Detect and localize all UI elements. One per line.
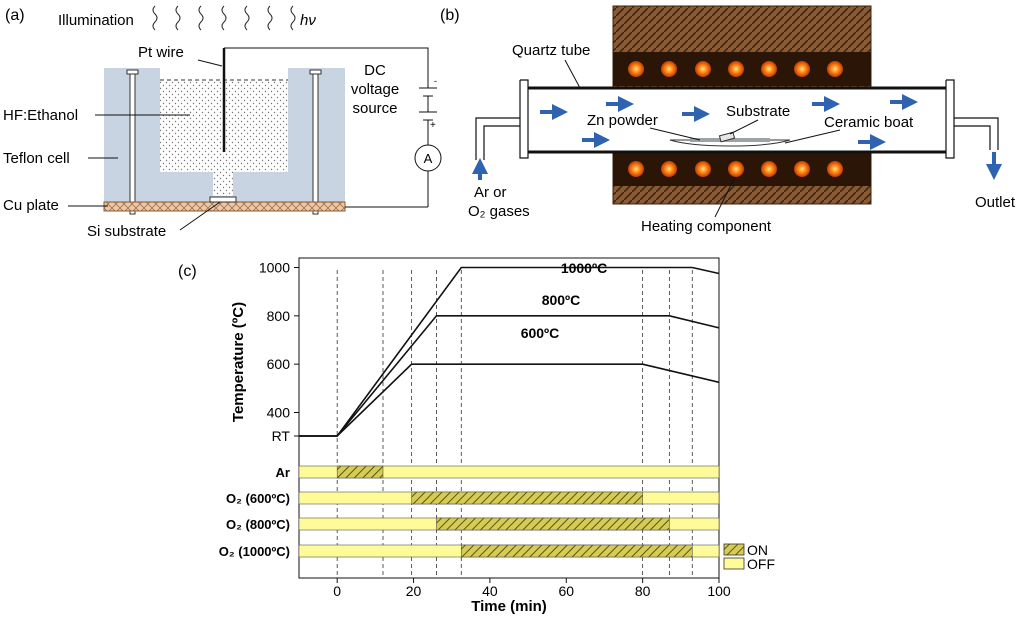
ceramic-boat-label: Ceramic boat bbox=[824, 114, 914, 131]
heater-dot bbox=[695, 161, 711, 177]
circuit-wires bbox=[224, 47, 437, 208]
quartz-tube-label: Quartz tube bbox=[512, 42, 590, 59]
gas-bar-label: O₂ (800ºC) bbox=[226, 517, 290, 532]
heater-dot bbox=[628, 61, 644, 77]
chart-text-labels: 1000ºC 800ºC 600ºC Ar O₂ (600ºC) O₂ (800ºC) O₂… bbox=[219, 260, 607, 559]
temperature-curves bbox=[299, 266, 720, 437]
heater-dot bbox=[827, 61, 843, 77]
heater-dot bbox=[761, 61, 777, 77]
teflon-cell bbox=[104, 68, 345, 202]
y-tick-label: 1000 bbox=[259, 260, 290, 276]
heater-dot bbox=[794, 61, 810, 77]
teflon-cell-label: Teflon cell bbox=[3, 150, 70, 167]
heating-component-label: Heating component bbox=[641, 218, 772, 235]
heater-dot bbox=[728, 61, 744, 77]
heater-dot bbox=[794, 161, 810, 177]
x-axis-label: Time (min) bbox=[471, 598, 547, 615]
substrate-piece bbox=[718, 131, 736, 143]
gas-flow-arrows bbox=[472, 94, 1002, 180]
heater-dot bbox=[728, 161, 744, 177]
gas-bar-off bbox=[298, 465, 720, 479]
heater-dot bbox=[761, 161, 777, 177]
light-rays bbox=[152, 5, 296, 31]
panel-a: (a) Illumination hν Pt wire bbox=[3, 5, 442, 240]
si-substrate-label: Si substrate bbox=[87, 223, 166, 240]
legend-off-swatch bbox=[723, 557, 745, 570]
bolt-left bbox=[129, 71, 136, 215]
x-tick-label: 80 bbox=[635, 583, 651, 599]
hv-label: hν bbox=[300, 12, 316, 29]
heater-dot bbox=[695, 61, 711, 77]
panel-a-label: (a) bbox=[5, 7, 25, 24]
legend-on-swatch bbox=[723, 543, 745, 556]
outlet-label: Outlet bbox=[975, 194, 1016, 211]
zn-powder-label: Zn powder bbox=[587, 112, 658, 129]
x-tick-label: 0 bbox=[333, 583, 341, 599]
y-tick-label: 600 bbox=[267, 356, 291, 372]
panel-b-label: (b) bbox=[440, 7, 460, 24]
heating-elements bbox=[628, 61, 843, 177]
substrate-label: Substrate bbox=[726, 103, 790, 120]
heater-dot bbox=[661, 161, 677, 177]
y-tick-label: 400 bbox=[267, 405, 291, 421]
curve-label: 1000ºC bbox=[561, 260, 607, 276]
x-tick-label: 60 bbox=[558, 583, 574, 599]
gas-bar-label: O₂ (1000ºC) bbox=[219, 544, 290, 559]
gas-inlet-line2: O₂ gases bbox=[468, 203, 530, 220]
ammeter-label: A bbox=[424, 151, 433, 166]
dc-plus: + bbox=[430, 120, 436, 131]
panel-b: (b) bbox=[440, 5, 1016, 235]
cu-plate-label: Cu plate bbox=[3, 197, 59, 214]
gas-bar-on bbox=[436, 517, 670, 531]
gas-bar-label: Ar bbox=[276, 465, 290, 480]
x-tick-label: 100 bbox=[707, 583, 731, 599]
hf-ethanol-label: HF:Ethanol bbox=[3, 107, 78, 124]
illumination-label: Illumination bbox=[58, 12, 134, 29]
heater-dot bbox=[661, 61, 677, 77]
gas-bar-on bbox=[460, 544, 693, 558]
ammeter bbox=[414, 144, 442, 172]
legend: ON OFF bbox=[723, 542, 775, 572]
bolt-right bbox=[312, 71, 319, 215]
pt-wire-label: Pt wire bbox=[138, 44, 184, 61]
temperature-curve bbox=[299, 314, 720, 437]
heater-dot bbox=[628, 161, 644, 177]
temperature-curve bbox=[299, 266, 720, 437]
si-substrate bbox=[209, 196, 237, 203]
plot-frame bbox=[298, 257, 720, 579]
heater-dot bbox=[827, 161, 843, 177]
curve-label: 600ºC bbox=[521, 325, 560, 341]
gas-bars bbox=[298, 465, 720, 558]
gas-bar-on bbox=[336, 465, 384, 479]
curve-label: 800ºC bbox=[542, 292, 581, 308]
y-tick-label: 800 bbox=[267, 308, 291, 324]
y-axis-label: Temperature (ºC) bbox=[230, 302, 247, 422]
temperature-curve bbox=[299, 363, 720, 437]
legend-on-label: ON bbox=[747, 542, 768, 558]
tube-end-caps bbox=[475, 79, 999, 160]
gas-inlet-line1: Ar or bbox=[474, 184, 507, 201]
axis-ticks: 0 20 40 60 80 100 RT 400 600 800 1000 bbox=[259, 260, 731, 600]
x-tick-label: 40 bbox=[482, 583, 498, 599]
zn-powder bbox=[690, 138, 770, 142]
gas-bar-on bbox=[411, 491, 643, 505]
x-tick-label: 20 bbox=[406, 583, 422, 599]
cu-plate bbox=[103, 201, 346, 212]
panel-c: (c) Temperature (ºC) Time (min) 0 20 40 60 8… bbox=[178, 257, 775, 615]
guide-lines bbox=[336, 270, 693, 578]
y-tick-label: RT bbox=[272, 428, 291, 444]
dc-source-line2: voltage bbox=[351, 81, 399, 98]
dc-source-line3: source bbox=[352, 100, 397, 117]
gas-bar-label: O₂ (600ºC) bbox=[226, 491, 290, 506]
dc-source-line1: DC bbox=[364, 62, 386, 79]
legend-off-label: OFF bbox=[747, 556, 775, 572]
panel-c-label: (c) bbox=[178, 263, 197, 280]
dc-minus: - bbox=[434, 76, 437, 86]
